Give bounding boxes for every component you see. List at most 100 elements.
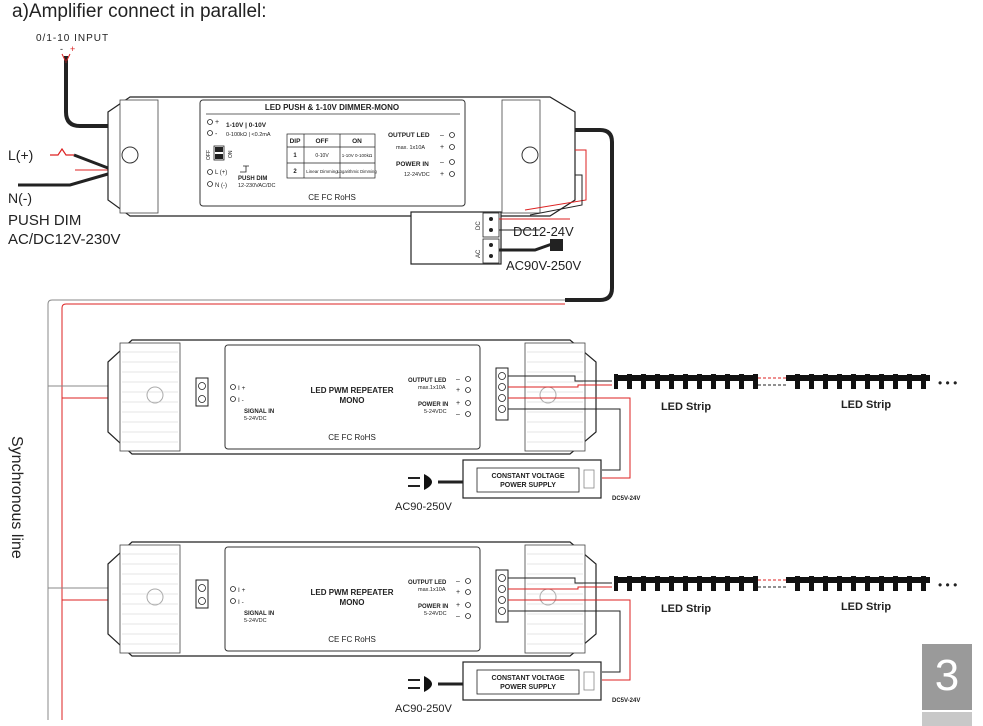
dimmer-n-label: N (-) <box>215 183 227 189</box>
led-strip-2-label: LED Strip <box>841 399 891 411</box>
repeater-power-in-range: 5-24VDC <box>424 409 447 415</box>
dip-header-dip: DIP <box>290 138 302 145</box>
dimmer-output-max: max. 1x10A <box>396 145 425 151</box>
led-strip-2-label: LED Strip <box>841 601 891 613</box>
mains-n-label: N(-) <box>8 190 32 206</box>
signal-minus-label: I - <box>238 599 244 606</box>
dimmer-power-in-range: 12-24VDC <box>404 172 430 178</box>
synchronous-line-label-wrap: Synchronous line <box>8 436 30 596</box>
diagram-heading: a)Amplifier connect in parallel: <box>12 1 267 22</box>
psu-label-line1: CONSTANT VOLTAGE <box>491 675 564 682</box>
repeater-output-label: OUTPUT LED <box>408 580 447 586</box>
psu-ac-label: AC <box>476 249 482 258</box>
dip-off-label: OFF <box>206 150 212 160</box>
synchronous-line-label: Synchronous line <box>8 436 25 559</box>
psu-dc-label: DC <box>476 221 482 230</box>
svg-text:+: + <box>456 589 460 596</box>
dimmer-in-range: 1-10V | 0-10V <box>226 122 267 129</box>
psu-dc-output-label: DC5V-24V <box>612 496 640 502</box>
dimmer-push-dim: PUSH DIM <box>238 176 267 182</box>
dip-row1-num: 1 <box>293 153 297 159</box>
signal-plus-label: I + <box>238 385 246 392</box>
signal-plus-label: I + <box>238 587 246 594</box>
svg-text:+: + <box>456 400 460 407</box>
svg-text:+: + <box>456 387 460 394</box>
dimmer-in-spec: 0-100kΩ | <0.2mA <box>226 132 271 138</box>
repeater-marks: CE FC RoHS <box>328 635 376 644</box>
dip-row2-off: Linear Dimming <box>306 169 338 174</box>
svg-text:+: + <box>456 602 460 609</box>
psu-dc-voltage: DC12-24V <box>513 224 574 239</box>
dimmer-output-label: OUTPUT LED <box>388 132 430 139</box>
continuation-dots: • • • <box>938 578 957 592</box>
mount-hole <box>146 386 164 404</box>
repeater-output-max: max.1x10A <box>418 587 446 593</box>
mount-hole <box>146 588 164 606</box>
page-number-badge: 3 <box>922 644 972 710</box>
push-dimmer-device: LED PUSH & 1-10V DIMMER-MONO + - 1-10V |… <box>107 96 576 217</box>
push-dim-voltage: AC/DC12V-230V <box>8 231 121 248</box>
input-plus: + <box>70 44 75 54</box>
repeater-power-in-range: 5-24VDC <box>424 611 447 617</box>
signal-in-label: SIGNAL IN <box>244 409 274 415</box>
power-plug-icon <box>408 474 463 490</box>
repeater-title: LED PWM REPEATER <box>311 588 394 597</box>
signal-in-label: SIGNAL IN <box>244 611 274 617</box>
svg-text:+: + <box>440 171 444 178</box>
mount-hole <box>539 588 557 606</box>
dimmer-in-plus: + <box>215 119 219 126</box>
svg-text:–: – <box>456 613 460 620</box>
input-label: 0/1-10 INPUT <box>36 33 109 44</box>
psu-dc-output-label: DC5V-24V <box>612 698 640 704</box>
dimmer-marks: CE FC RoHS <box>308 193 356 202</box>
dimmer-in-minus: - <box>215 131 218 138</box>
dip-on-label: ON <box>228 150 234 158</box>
dip-header-on: ON <box>352 138 362 145</box>
svg-text:–: – <box>440 159 444 166</box>
repeater-output-label: OUTPUT LED <box>408 378 447 384</box>
svg-text:–: – <box>456 376 460 383</box>
repeater-marks: CE FC RoHS <box>328 433 376 442</box>
dimmer-title: LED PUSH & 1-10V DIMMER-MONO <box>265 103 399 112</box>
page-badge-bar <box>922 712 972 726</box>
psu-ac-voltage: AC90V-250V <box>506 258 581 273</box>
repeater-title: LED PWM REPEATER <box>311 386 394 395</box>
svg-text:–: – <box>456 411 460 418</box>
push-button-icon <box>240 165 249 173</box>
psu-ac-input-label: AC90-250V <box>395 501 453 513</box>
psu-label-line1: CONSTANT VOLTAGE <box>491 473 564 480</box>
dip-switch-icon <box>213 145 225 161</box>
repeater-power-in-label: POWER IN <box>418 402 448 408</box>
dip-row1-on: 1-10V 0-100kΩ <box>342 153 373 158</box>
repeater-output-max: max.1x10A <box>418 385 446 391</box>
input-minus: - <box>60 44 63 54</box>
psu-label-line2: POWER SUPPLY <box>500 684 556 691</box>
led-strip-1-label: LED Strip <box>661 603 711 615</box>
repeater-subtitle: MONO <box>340 598 365 607</box>
psu-label-line2: POWER SUPPLY <box>500 482 556 489</box>
repeater-power-in-label: POWER IN <box>418 604 448 610</box>
psu-ac-input-label: AC90-250V <box>395 703 453 715</box>
signal-minus-label: I - <box>238 397 244 404</box>
power-plug-icon <box>408 676 463 692</box>
mount-hole <box>539 386 557 404</box>
svg-text:–: – <box>456 578 460 585</box>
top-power-supply: DC AC <box>410 211 502 265</box>
dimmer-push-range: 12-230VAC/DC <box>238 183 276 189</box>
signal-range-label: 5-24VDC <box>244 416 267 422</box>
push-dim-title: PUSH DIM <box>8 212 81 229</box>
signal-range-label: 5-24VDC <box>244 618 267 624</box>
svg-text:–: – <box>440 132 444 139</box>
mains-l-label: L(+) <box>8 147 33 163</box>
dimmer-l-label: L (+) <box>215 170 227 176</box>
dip-row2-on: Logarithmic Dimming <box>337 169 377 174</box>
led-strip-1-label: LED Strip <box>661 401 711 413</box>
continuation-dots: • • • <box>938 376 957 390</box>
mount-hole <box>521 146 539 164</box>
dimmer-power-in-label: POWER IN <box>396 161 429 168</box>
dip-header-off: OFF <box>316 138 329 145</box>
